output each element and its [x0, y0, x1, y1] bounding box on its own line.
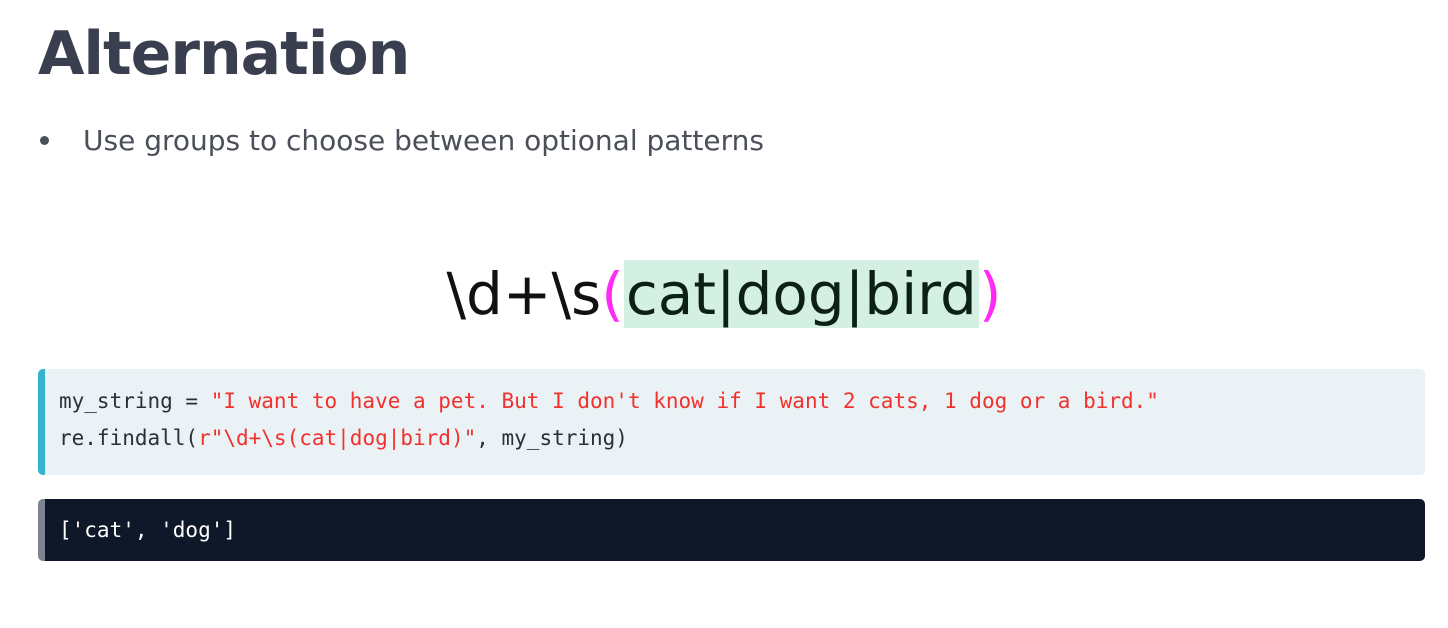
code-regex-literal: r"\d+\s(cat|dog|bird)"	[198, 426, 477, 450]
regex-alternation-group: cat|dog|bird	[623, 260, 979, 328]
code-variable-assign: my_string =	[59, 389, 211, 413]
regex-pattern-display: \d+\s(cat|dog|bird)	[0, 250, 1448, 338]
output-text: ['cat', 'dog']	[59, 518, 237, 542]
code-function-call: re.findall(	[59, 426, 199, 450]
bullet-item: Use groups to choose between optional pa…	[38, 118, 764, 162]
bullet-dot-icon	[40, 135, 49, 145]
bullet-list: Use groups to choose between optional pa…	[38, 118, 764, 162]
code-call-args: , my_string)	[476, 426, 628, 450]
regex-open-paren: (	[601, 260, 624, 328]
bullet-text: Use groups to choose between optional pa…	[83, 123, 764, 157]
code-line-1: my_string = "I want to have a pet. But I…	[59, 383, 1425, 420]
output-block[interactable]: ['cat', 'dog']	[38, 499, 1425, 561]
regex-close-paren: )	[978, 260, 1002, 328]
regex-prefix: \d+\s	[446, 260, 602, 328]
code-line-2: re.findall(r"\d+\s(cat|dog|bird)", my_st…	[59, 420, 1425, 457]
code-string-literal: "I want to have a pet. But I don't know …	[210, 389, 1159, 413]
code-block[interactable]: my_string = "I want to have a pet. But I…	[38, 369, 1425, 475]
slide-title: Alternation	[38, 19, 410, 89]
